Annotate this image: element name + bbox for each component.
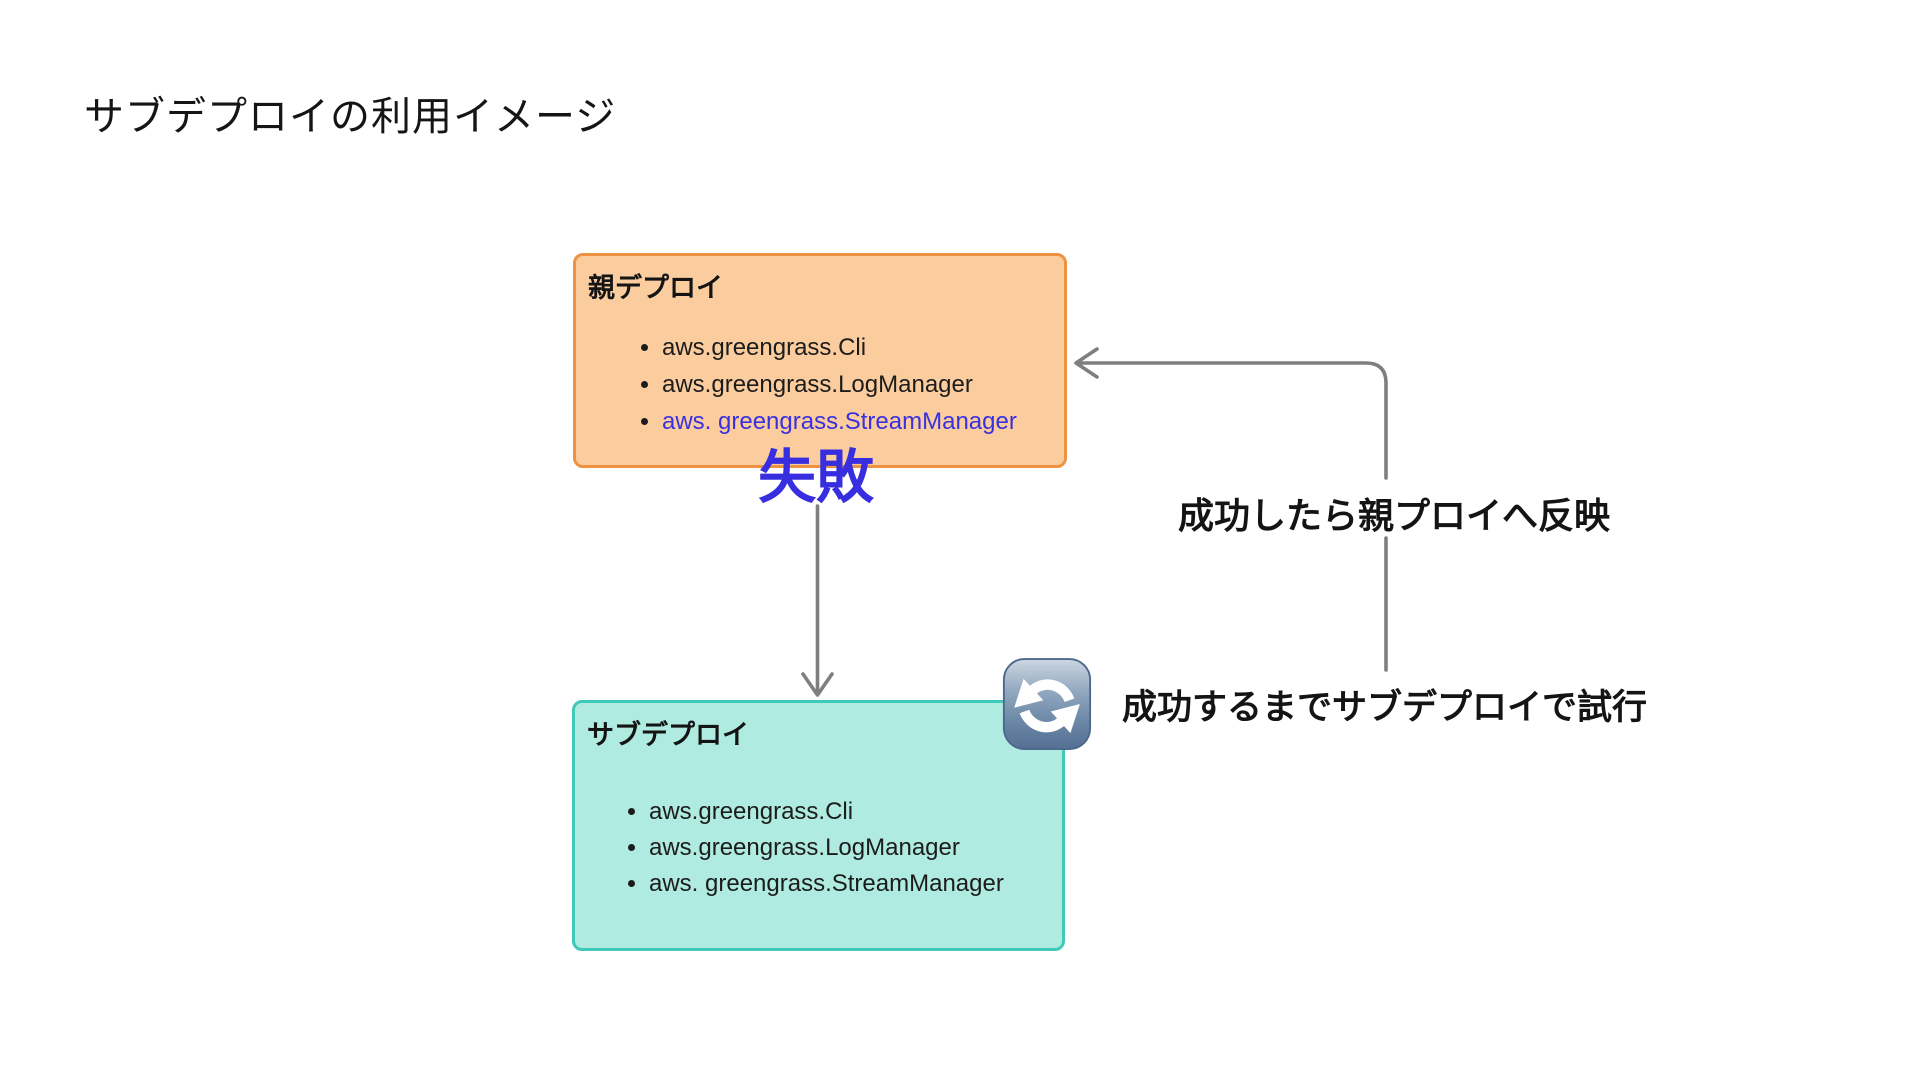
annotation-reflect-to-parent: 成功したら親プロイへ反映 xyxy=(1178,495,1611,536)
down-arrow xyxy=(801,504,834,697)
list-item: aws.greengrass.LogManager xyxy=(662,366,1064,403)
parent-deploy-box: 親デプロイ aws.greengrass.Cli aws.greengrass.… xyxy=(573,253,1067,468)
refresh-cycle-icon xyxy=(1002,657,1092,751)
parent-deploy-list: aws.greengrass.Cli aws.greengrass.LogMan… xyxy=(576,329,1064,440)
sub-deploy-list: aws.greengrass.Cli aws.greengrass.LogMan… xyxy=(575,794,1062,902)
page-title: サブデプロイの利用イメージ xyxy=(84,95,617,139)
list-item: aws.greengrass.Cli xyxy=(662,329,1064,366)
list-item: aws.greengrass.Cli xyxy=(649,794,1062,830)
sub-deploy-box: サブデプロイ aws.greengrass.Cli aws.greengrass… xyxy=(572,700,1065,951)
annotation-retry-until-success: 成功するまでサブデプロイで試行 xyxy=(1122,688,1648,727)
list-item: aws. greengrass.StreamManager xyxy=(649,866,1062,902)
list-item: aws.greengrass.LogManager xyxy=(649,830,1062,866)
fail-label: 失敗 xyxy=(758,445,875,510)
sub-deploy-title: サブデプロイ xyxy=(587,720,749,750)
list-item-highlighted: aws. greengrass.StreamManager xyxy=(662,403,1064,440)
parent-deploy-title: 親デプロイ xyxy=(588,273,723,303)
